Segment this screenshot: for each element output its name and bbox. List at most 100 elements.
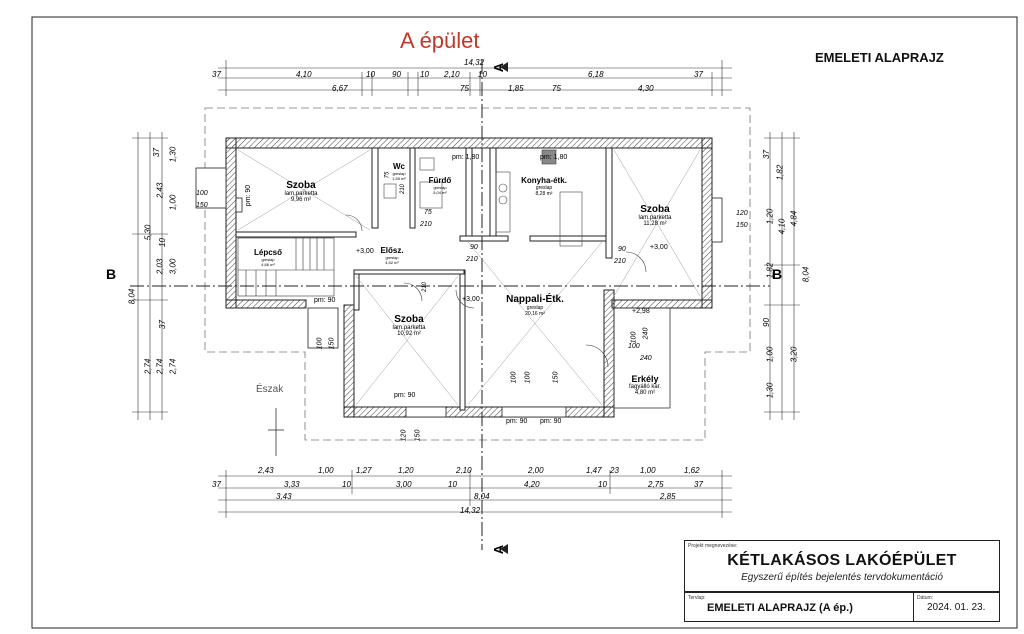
sheet-title: EMELETI ALAPRAJZ <box>815 50 944 65</box>
bathroom-fixtures <box>383 157 443 209</box>
dim-bottom: 1,62 <box>684 466 700 475</box>
dim-top: 75 <box>460 84 469 93</box>
dim-bottom: 23 <box>610 466 619 475</box>
dim-bottom: 4,20 <box>524 480 540 489</box>
room-label-konyha: Konyha-étk. greslap 8,28 m² <box>521 176 567 197</box>
dim-opening: 90 <box>470 244 478 251</box>
project-name: KÉTLAKÁSOS LAKÓÉPÜLET <box>727 552 957 569</box>
dim-opening: 100 <box>524 371 532 384</box>
project-subtitle: Egyszerű építés bejelentés tervdokumentá… <box>741 572 943 583</box>
room-label-nappali: Nappali-Étk. greslap 20,16 m² <box>506 294 564 317</box>
level-mark: +3,00 <box>462 296 480 303</box>
drawing-name: EMELETI ALAPRAJZ (A ép.) <box>707 602 853 614</box>
dim-left: 3,00 <box>168 258 178 275</box>
section-lines <box>130 60 770 550</box>
dim-bottom: 2,75 <box>648 480 664 489</box>
windows <box>195 167 723 418</box>
dim-right: 4,10 <box>777 218 787 235</box>
dim-top: 10 <box>366 70 375 79</box>
dim-right: 1,00 <box>765 346 775 363</box>
parapet-mark: pm: 90 <box>506 418 528 425</box>
dim-bottom: 2,10 <box>456 466 472 475</box>
dim-bottom: 1,47 <box>586 466 602 475</box>
dim-opening: 150 <box>552 371 560 384</box>
dim-right: 1,20 <box>765 208 775 225</box>
dim-top: 1,85 <box>508 84 524 93</box>
dim-right: 1,30 <box>765 382 775 399</box>
dim-opening: 210 <box>422 281 429 293</box>
dim-right: 4,84 <box>789 210 799 227</box>
dim-bottom: 8,04 <box>474 492 490 501</box>
dim-opening: 100 <box>316 337 324 350</box>
level-mark: +2,98 <box>632 308 650 315</box>
kitchen-fixtures <box>495 149 583 247</box>
room-label-szoba-2: Szoba lam.parketta 11,28 m² <box>638 204 672 227</box>
room-label-szoba-1: Szoba lam.parketta 9,96 m² <box>284 180 318 203</box>
dim-left: 5,30 <box>143 224 153 241</box>
dim-left: 2,74 <box>155 358 165 375</box>
dim-bottom: 3,33 <box>284 480 300 489</box>
dim-right: 1,82 <box>775 164 785 181</box>
dim-bottom-total: 14,32 <box>460 506 481 515</box>
level-mark: +3,00 <box>650 244 668 251</box>
dim-left: 2,74 <box>143 358 153 375</box>
dim-right: 1,82 <box>765 262 775 279</box>
dim-bottom: 10 <box>598 480 607 489</box>
dim-bottom: 10 <box>448 480 457 489</box>
door-swings <box>345 214 647 368</box>
dim-top: 90 <box>392 70 401 79</box>
dim-opening: 240 <box>642 327 650 340</box>
plan-title: A épület <box>400 28 480 53</box>
dim-opening: 100 <box>630 331 638 344</box>
dim-bottom: 2,00 <box>528 466 544 475</box>
dim-top: 75 <box>552 84 561 93</box>
dim-top: 10 <box>420 70 429 79</box>
dim-bottom: 2,43 <box>258 466 274 475</box>
dim-top-total: 14,32 <box>464 58 485 67</box>
north-arrow <box>268 408 284 456</box>
top-dimension-lines <box>218 60 732 96</box>
section-arrows <box>500 62 508 554</box>
dim-bottom: 37 <box>694 480 703 489</box>
level-mark: +3,00 <box>356 248 374 255</box>
dim-opening: 90 <box>618 246 626 253</box>
room-label-szoba-3: Szoba lam.parketta 10,92 m² <box>392 314 426 337</box>
dim-bottom: 1,00 <box>640 466 656 475</box>
section-mark-b-left: B <box>106 266 117 282</box>
parapet-mark: pm: 1,80 <box>540 154 568 161</box>
dim-opening: 120 <box>400 429 408 442</box>
drawing-date: 2024. 01. 23. <box>927 602 986 613</box>
dim-opening: 100 <box>196 190 208 197</box>
dim-top: 6,67 <box>332 84 348 93</box>
dim-opening: 75 <box>424 209 432 216</box>
dim-opening: 240 <box>640 355 652 362</box>
dim-left: 2,03 <box>155 258 165 275</box>
dim-bottom: 3,43 <box>276 492 292 501</box>
dim-left: 37 <box>151 148 161 157</box>
dim-left: 10 <box>157 238 167 247</box>
dim-opening: 210 <box>420 221 432 228</box>
room-diagonals <box>237 149 701 406</box>
dim-top: 4,10 <box>296 70 312 79</box>
title-block-drawing: Tervlap: EMELETI ALAPRAJZ (A ép.) Dátum:… <box>684 592 1000 622</box>
dim-right: 8,04 <box>801 266 811 283</box>
dim-opening: 150 <box>328 337 336 350</box>
room-label-elosz: Elősz. greslap 4,52 m² <box>380 246 404 265</box>
dim-left: 2,74 <box>168 358 178 375</box>
dim-right: 3,20 <box>789 346 799 363</box>
dim-opening: 150 <box>736 222 748 229</box>
north-label: Észak <box>256 384 284 395</box>
dim-opening: 75 <box>384 171 391 179</box>
dim-left: 2,43 <box>155 182 165 199</box>
left-dimension-lines <box>132 132 168 420</box>
dim-opening: 210 <box>400 183 407 195</box>
room-label-lepcso: Lépcső greslap 4,66 m² <box>253 248 282 267</box>
room-label-wc: Wc greslap 1,55 m² <box>392 162 406 181</box>
dim-top: 6,18 <box>588 70 604 79</box>
parapet-mark: pm: 90 <box>314 297 336 304</box>
bottom-dimension-lines <box>218 470 732 518</box>
section-mark-b-right: B <box>772 266 783 282</box>
dim-opening: 210 <box>466 256 478 263</box>
stairs <box>237 237 335 297</box>
